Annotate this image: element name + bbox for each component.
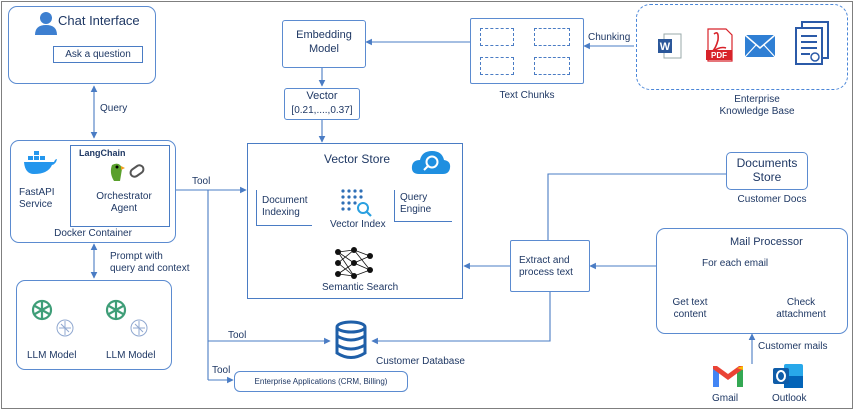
neural-network-icon <box>335 247 373 279</box>
documents-store-box: Documents Store <box>726 152 808 190</box>
document-indexing-panel <box>256 190 312 226</box>
openai-icon <box>105 299 127 321</box>
user-icon <box>35 12 57 35</box>
parrot-chain-icon <box>110 163 145 181</box>
vector-values: [0.21,....,0.37] <box>291 105 353 116</box>
email-icon <box>744 34 776 58</box>
tool-label-apps: Tool <box>212 365 231 376</box>
ask-question-button[interactable]: Ask a question <box>53 46 143 63</box>
check-attachment-label: Check attachment <box>776 297 826 320</box>
word-icon: W <box>658 33 682 59</box>
brain-circuit-icon <box>130 319 148 337</box>
extract-process-label: Extract and process text <box>519 255 573 278</box>
extract-process-box <box>510 240 590 292</box>
knowledge-base-label: Enterprise Knowledge Base <box>719 94 795 117</box>
azure-search-cloud-icon <box>411 151 451 174</box>
document-indexing-label: Document Indexing <box>262 195 308 218</box>
mail-processor-title: Mail Processor <box>730 236 803 248</box>
vector-title: Vector <box>306 90 338 102</box>
docker-container-label: Docker Container <box>54 228 132 239</box>
prompt-label: Prompt with query and context <box>110 251 190 274</box>
vector-store-title: Vector Store <box>324 152 391 166</box>
chunk-block <box>480 57 514 75</box>
orchestrator-label: Orchestrator Agent <box>96 191 152 214</box>
brain-circuit-icon <box>56 319 74 337</box>
extract-to-store-arrow <box>547 173 726 240</box>
query-label: Query <box>100 103 128 114</box>
outlook-label: Outlook <box>772 393 807 404</box>
chunk-block <box>534 28 570 46</box>
get-text-label: Get text content <box>672 297 708 320</box>
llm-model-1-label: LLM Model <box>27 350 77 361</box>
query-engine-label: Query Engine <box>400 192 432 215</box>
customer-database-label: Customer Database <box>376 356 465 367</box>
customer-docs-label: Customer Docs <box>737 194 807 205</box>
for-each-email-label: For each email <box>702 258 769 269</box>
chunk-block <box>480 28 514 46</box>
langchain-box <box>70 145 170 227</box>
outlook-icon <box>773 364 803 388</box>
embedding-model-box: Embedding Model <box>282 20 366 68</box>
pdf-badge-text: PDF <box>711 51 727 60</box>
vector-box <box>284 88 360 120</box>
docker-whale-icon <box>24 151 57 174</box>
chunking-label: Chunking <box>588 32 631 43</box>
semantic-search-label: Semantic Search <box>322 282 399 293</box>
vector-index-label: Vector Index <box>330 219 386 230</box>
pdf-icon: PDF <box>706 28 733 62</box>
chat-interface-box <box>8 6 156 84</box>
fastapi-label: FastAPI Service <box>19 187 55 210</box>
chunk-block <box>534 57 570 75</box>
extract-to-db-arrow <box>371 292 551 345</box>
mail-processor-box <box>656 228 848 334</box>
svg-text:W: W <box>660 41 671 53</box>
vector-index-icon <box>341 189 372 217</box>
database-icon <box>335 320 367 359</box>
chat-title: Chat Interface <box>58 13 140 28</box>
text-chunks-label: Text Chunks <box>499 90 555 101</box>
document-stack-icon <box>795 21 829 65</box>
gmail-label: Gmail <box>712 393 739 404</box>
openai-icon <box>31 299 53 321</box>
llm-model-2-label: LLM Model <box>106 350 156 361</box>
enterprise-apps-box: Enterprise Applications (CRM, Billing) <box>234 371 408 392</box>
customer-mails-label: Customer mails <box>758 341 828 352</box>
tool-label-top: Tool <box>192 176 211 187</box>
gmail-icon <box>713 366 743 387</box>
langchain-label: LangChain <box>79 148 126 158</box>
query-engine-panel <box>394 190 452 222</box>
tool-label-db: Tool <box>228 330 247 341</box>
